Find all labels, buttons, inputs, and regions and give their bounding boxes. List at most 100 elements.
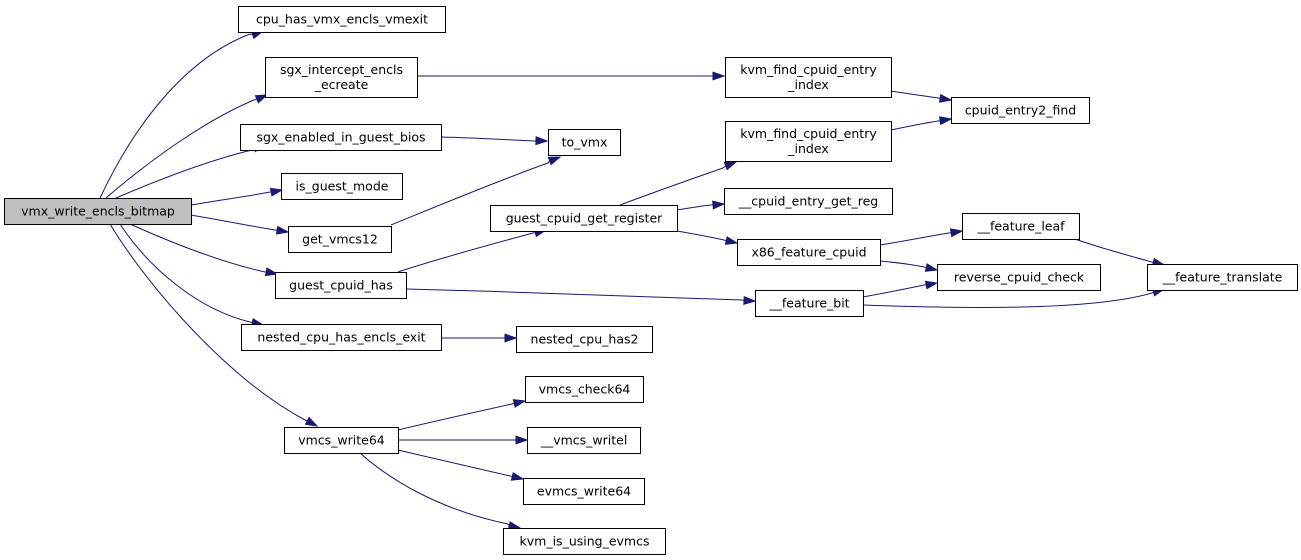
arrowhead-icon (275, 225, 290, 235)
node-is-guest-mode[interactable]: is_guest_mode (281, 173, 403, 200)
node-cpuid-entry2-find[interactable]: cpuid_entry2_find (951, 97, 1090, 124)
arrowhead-icon (743, 295, 757, 305)
edge-vmcs_write64-to-evmcs_write64 (397, 449, 525, 481)
node-box (238, 6, 446, 33)
node-label: kvm_find_cpuid_entry (740, 62, 877, 77)
node-label: vmcs_check64 (539, 382, 631, 397)
node-label: __feature_translate (1162, 270, 1283, 285)
edge-guest_cpuid_get_register-to-__cpuid_entry_get_reg (890, 116, 953, 131)
arrowhead-icon (924, 280, 939, 290)
node-box (523, 478, 645, 505)
edge-line (390, 162, 549, 226)
node-kvm-find-cpuid-entry-index-2[interactable]: kvm_find_cpuid_entry_index (725, 121, 892, 162)
arrowhead-icon (304, 416, 319, 427)
node-label: _ecreate (314, 77, 369, 92)
node-get-vmcs12[interactable]: get_vmcs12 (288, 226, 392, 253)
edge-vmcs_write64-to-__vmcs_writel (398, 435, 529, 445)
arrowhead-icon (535, 136, 549, 146)
node-guest-cpuid-get-register[interactable]: guest_cpuid_get_register (490, 205, 678, 232)
node-label: sgx_intercept_encls (280, 62, 403, 77)
edge-line (99, 33, 251, 199)
edge-line (405, 288, 743, 301)
node-label: sgx_enabled_in_guest_bios (256, 130, 425, 145)
node-box (525, 376, 644, 403)
edge-__feature_bit-to-reverse_cpuid_check (862, 280, 939, 298)
node---vmcs-writel[interactable]: __vmcs_writel (527, 427, 641, 454)
edge-guest_cpuid_get_register-to-x86_feature_cpuid (619, 161, 738, 206)
node-label: __cpuid_entry_get_reg (738, 194, 878, 209)
node---feature-leaf[interactable]: __feature_leaf (962, 213, 1080, 240)
edge-line (440, 136, 535, 142)
node-label: _index (787, 141, 828, 156)
edge-line (105, 99, 255, 199)
node-label: is_guest_mode (296, 179, 389, 194)
node-cpu-has-vmx-encls-vmexit[interactable]: cpu_has_vmx_encls_vmexit (238, 6, 446, 33)
node-box (516, 326, 653, 353)
node-label: __feature_leaf (976, 219, 1065, 234)
node-label: x86_feature_cpuid (751, 245, 866, 260)
node---feature-bit[interactable]: __feature_bit (755, 290, 864, 317)
node-kvm-find-cpuid-entry-index-1[interactable]: kvm_find_cpuid_entry_index (725, 57, 892, 98)
node-x86-feature-cpuid[interactable]: x86_feature_cpuid (737, 239, 881, 266)
node---feature-translate[interactable]: __feature_translate (1147, 264, 1298, 291)
node-box (937, 264, 1101, 291)
node-vmcs-check64[interactable]: vmcs_check64 (525, 376, 644, 403)
node-label: __vmcs_writel (540, 433, 628, 448)
edge-vmx_write_encls_bitmap-to-vmcs_write64 (109, 223, 319, 427)
node-sgx-intercept-encls-ecreate[interactable]: sgx_intercept_encls_ecreate (265, 57, 418, 98)
edge-line (1071, 237, 1153, 263)
edge-line (619, 167, 724, 206)
edge-line (397, 449, 511, 477)
node-box (548, 129, 621, 156)
edge-line (397, 232, 534, 273)
node-label: guest_cpuid_get_register (506, 211, 663, 226)
edge-vmcs_write64-to-vmcs_check64 (397, 399, 527, 431)
node-nested-cpu-has2[interactable]: nested_cpu_has2 (516, 326, 653, 353)
edge-vmx_write_encls_bitmap-to-nested_cpu_has_encls_exit (119, 223, 265, 327)
edge-line (890, 90, 939, 99)
node-guest-cpuid-has[interactable]: guest_cpuid_has (275, 272, 407, 299)
edge-__feature_leaf-to-__feature_translate (1071, 237, 1166, 267)
edge-vmx_write_encls_bitmap-to-guest_cpuid_has (129, 223, 279, 277)
edge-sgx_intercept_encls_ecreate-to-kvm_find_cpuid_entry_index_1 (417, 71, 726, 81)
node-box (503, 528, 666, 555)
arrowhead-icon (269, 187, 284, 197)
node-box (962, 213, 1080, 240)
edge-line (676, 204, 712, 211)
node-kvm-is-using-evmcs[interactable]: kvm_is_using_evmcs (503, 528, 666, 555)
node-label: kvm_find_cpuid_entry (740, 126, 877, 141)
node---cpuid-entry-get-reg[interactable]: __cpuid_entry_get_reg (724, 188, 893, 215)
edge-line-tail (253, 98, 257, 101)
node-to-vmx[interactable]: to_vmx (548, 129, 621, 156)
edge-guest_cpuid_get_register-to-kvm_find_cpuid_entry_index_2 (890, 90, 953, 103)
arrowhead-icon (515, 435, 529, 445)
node-label: cpu_has_vmx_encls_vmexit (256, 12, 428, 27)
node-label: _index (787, 77, 828, 92)
arrowhead-icon (254, 94, 269, 104)
node-nested-cpu-has-encls-exit[interactable]: nested_cpu_has_encls_exit (241, 324, 442, 351)
node-label: vmcs_write64 (298, 433, 385, 448)
node-sgx-enabled-in-guest-bios[interactable]: sgx_enabled_in_guest_bios (240, 124, 442, 151)
edge-vmx_write_encls_bitmap-to-is_guest_mode (190, 187, 284, 206)
node-vmcs-write64[interactable]: vmcs_write64 (284, 427, 399, 454)
arrowhead-icon (547, 156, 562, 166)
arrowhead-icon (924, 263, 939, 272)
node-vmx-write-encls-bitmap[interactable]: vmx_write_encls_bitmap (4, 198, 192, 225)
arrowhead-icon (264, 267, 279, 277)
node-box (737, 239, 881, 266)
node-label: guest_cpuid_has (289, 278, 393, 293)
arrowhead-icon (723, 161, 738, 171)
edge-guest_cpuid_has-to-__feature_bit (405, 288, 757, 305)
edge-sgx_enabled_in_guest_bios-to-to_vmx (440, 136, 549, 146)
node-box (725, 57, 892, 98)
node-reverse-cpuid-check[interactable]: reverse_cpuid_check (937, 264, 1101, 291)
node-evmcs-write64[interactable]: evmcs_write64 (523, 478, 645, 505)
edge-line (862, 292, 1153, 308)
edge-line (359, 452, 509, 525)
node-label: nested_cpu_has2 (531, 332, 639, 347)
arrowhead-icon (939, 116, 953, 126)
node-label: evmcs_write64 (537, 484, 631, 499)
arrowhead-icon (712, 71, 726, 81)
node-label: __feature_bit (768, 296, 849, 311)
arrowhead-icon (512, 399, 527, 408)
